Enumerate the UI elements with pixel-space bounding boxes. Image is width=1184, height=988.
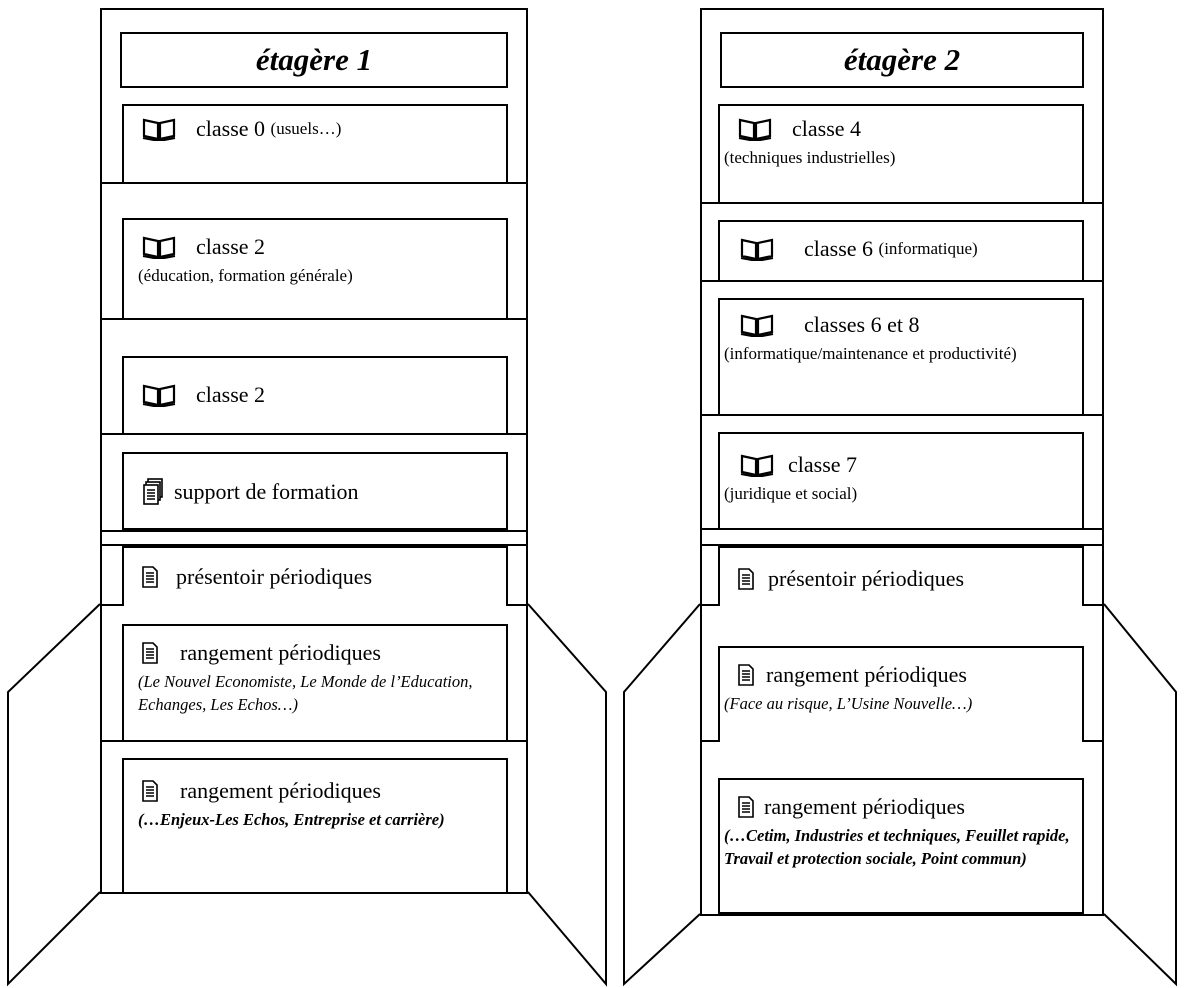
box-label: rangement périodiques [180, 778, 381, 803]
shelf1-right-door [527, 603, 607, 987]
shelf1-divider [100, 530, 528, 546]
documents-icon [142, 478, 164, 506]
book-icon [738, 453, 776, 477]
shelf1-box-support: support de formation [122, 452, 508, 530]
box-label: classes 6 et 8 [804, 312, 920, 337]
document-icon [142, 566, 158, 588]
box-subtext: (Le Nouvel Economiste, Le Monde de l’Edu… [138, 672, 473, 714]
book-icon [142, 383, 176, 407]
box-label: classe 2 [196, 234, 266, 259]
shelf2-right-door [1103, 603, 1177, 987]
shelf2-box-rangement-a: rangement périodiques (Face au risque, L… [718, 646, 1084, 742]
shelf1-box-classe2-a: classe 2 (éducation, formation générale) [122, 218, 508, 320]
shelf1-title: étagère 1 [255, 42, 373, 77]
document-icon [738, 664, 754, 686]
document-icon [142, 780, 158, 802]
shelf2-box-classes6-8: classes 6 et 8 (informatique/maintenance… [718, 298, 1084, 416]
book-icon [738, 117, 772, 141]
shelf1-box-presentoir: présentoir périodiques [122, 546, 508, 606]
shelf1-title-box: étagère 1 [120, 32, 508, 88]
shelf1-box-rangement-a: rangement périodiques (Le Nouvel Economi… [122, 624, 508, 742]
shelf2-left-door [623, 603, 701, 987]
box-subtext: (informatique/maintenance et productivit… [724, 344, 1017, 363]
box-subtext: (…Enjeux-Les Echos, Entreprise et carriè… [138, 810, 445, 829]
box-label: présentoir périodiques [768, 566, 965, 591]
box-subtext: (techniques industrielles) [724, 148, 896, 167]
box-subtext: (juridique et social) [724, 484, 858, 503]
box-label: rangement périodiques [766, 662, 967, 687]
shelf2-box-classe7: classe 7 (juridique et social) [718, 432, 1084, 530]
book-icon [142, 235, 176, 259]
document-icon [738, 796, 754, 818]
book-icon [738, 313, 776, 337]
box-label: classe 4 [792, 116, 862, 141]
box-subtext: (…Cetim, Industries et techniques, Feuil… [724, 826, 1070, 868]
box-suffix: (usuels…) [270, 119, 342, 138]
shelf2-title: étagère 2 [843, 42, 961, 77]
book-icon [738, 237, 776, 261]
shelf2-box-classe6: classe 6 (informatique) [718, 220, 1084, 282]
box-label: classe 0 [196, 116, 266, 141]
box-label: classe 7 [788, 452, 858, 477]
shelf2-title-box: étagère 2 [720, 32, 1084, 88]
box-label: rangement périodiques [764, 794, 965, 819]
shelf2-box-rangement-b: rangement périodiques (…Cetim, Industrie… [718, 778, 1084, 914]
shelf2-divider [700, 528, 1104, 546]
book-icon [142, 117, 176, 141]
box-label: classe 6 [804, 236, 874, 261]
shelf1-left-door [7, 603, 101, 987]
box-label: classe 2 [196, 382, 266, 407]
document-icon [142, 642, 158, 664]
shelf1-box-rangement-b: rangement périodiques (…Enjeux-Les Echos… [122, 758, 508, 894]
box-label: présentoir périodiques [176, 564, 373, 589]
shelf2-box-classe4: classe 4 (techniques industrielles) [718, 104, 1084, 204]
box-subtext: (éducation, formation générale) [138, 266, 353, 285]
box-suffix: (informatique) [878, 239, 978, 258]
box-label: support de formation [174, 479, 359, 504]
shelf1-box-classe0: classe 0 (usuels…) [122, 104, 508, 184]
box-label: rangement périodiques [180, 640, 381, 665]
shelf2-box-presentoir: présentoir périodiques [718, 546, 1084, 606]
box-subtext: (Face au risque, L’Usine Nouvelle…) [724, 694, 973, 713]
shelf1-box-classe2-b: classe 2 [122, 356, 508, 435]
document-icon [738, 568, 754, 590]
